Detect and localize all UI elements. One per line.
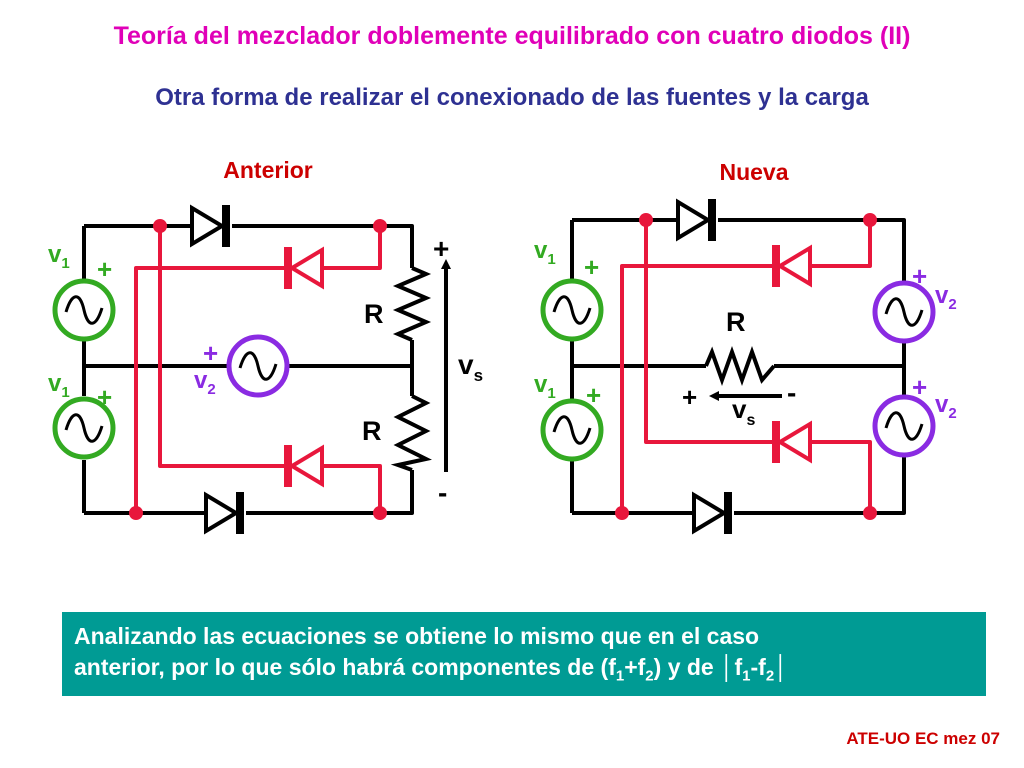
info-line-2: anterior, por lo que sólo habrá componen… [74, 654, 789, 685]
left-heading: Anterior [223, 157, 313, 183]
left-resistor-bottom [390, 394, 432, 472]
slide-subtitle: Otra forma de realizar el conexionado de… [155, 84, 869, 111]
right-diode-bottom [692, 491, 732, 535]
right-v2-bottom-label: v2 [935, 391, 957, 422]
right-v1-top-label: v1 [534, 237, 556, 268]
right-v2-top-label: v2 [935, 282, 957, 313]
left-v1-bottom-label: v1 [48, 370, 70, 401]
left-v2-plus: + [203, 338, 218, 368]
circuit-diagrams: Anterior [48, 157, 957, 535]
left-diode-red-top [284, 246, 324, 290]
right-output-label: vs [732, 394, 755, 429]
left-resistor-top [392, 266, 432, 342]
slide-footer: ATE-UO EC mez 07 [846, 729, 1000, 748]
right-junctions [615, 213, 877, 520]
info-box: Analizando las ecuaciones se obtiene lo … [62, 612, 986, 696]
right-heading: Nueva [719, 159, 788, 185]
right-v1-bottom-label: v1 [534, 371, 556, 402]
left-source-v2 [226, 334, 290, 398]
left-source-v1-top [52, 278, 116, 342]
left-output-label: vs [458, 349, 483, 385]
right-v2-top-plus: + [912, 261, 927, 291]
left-v2-label: v2 [194, 367, 216, 398]
right-resistor [704, 346, 776, 386]
left-output-minus: - [438, 477, 447, 508]
right-v2-bottom-plus: + [912, 372, 927, 402]
left-resistor-top-label: R [364, 299, 384, 329]
left-diode-bottom [204, 491, 244, 535]
left-resistor-bottom-label: R [362, 416, 382, 446]
right-source-v1-bottom [540, 398, 604, 462]
right-diode-red-top [772, 244, 812, 288]
right-black-wires [570, 218, 906, 515]
info-line-1: Analizando las ecuaciones se obtiene lo … [74, 623, 760, 649]
left-output-plus: + [433, 233, 449, 264]
right-source-v2-bottom [872, 394, 936, 458]
right-diode-red-bottom [772, 420, 812, 464]
left-v1-top-plus: + [97, 254, 112, 284]
left-circuit: Anterior [48, 157, 483, 535]
left-diode-top [190, 204, 230, 248]
right-output-plus: + [682, 382, 697, 412]
right-source-v2-top [872, 280, 936, 344]
left-v1-top-label: v1 [48, 241, 70, 272]
right-red-wires [620, 220, 872, 513]
left-junctions [129, 219, 387, 520]
right-resistor-label: R [726, 307, 746, 337]
left-diode-red-bottom [284, 444, 324, 488]
left-red-wires [134, 226, 382, 513]
right-diode-top [676, 198, 716, 242]
right-v1-bottom-plus: + [586, 380, 601, 410]
left-black-wires [82, 224, 414, 515]
right-source-v1-top [540, 278, 604, 342]
left-source-v1-bottom [52, 396, 116, 460]
left-v1-bottom-plus: + [97, 382, 112, 412]
right-circuit: Nueva [534, 159, 957, 535]
right-v1-top-plus: + [584, 252, 599, 282]
right-output-minus: - [787, 377, 796, 408]
slide-title: Teoría del mezclador doblemente equilibr… [113, 22, 911, 50]
